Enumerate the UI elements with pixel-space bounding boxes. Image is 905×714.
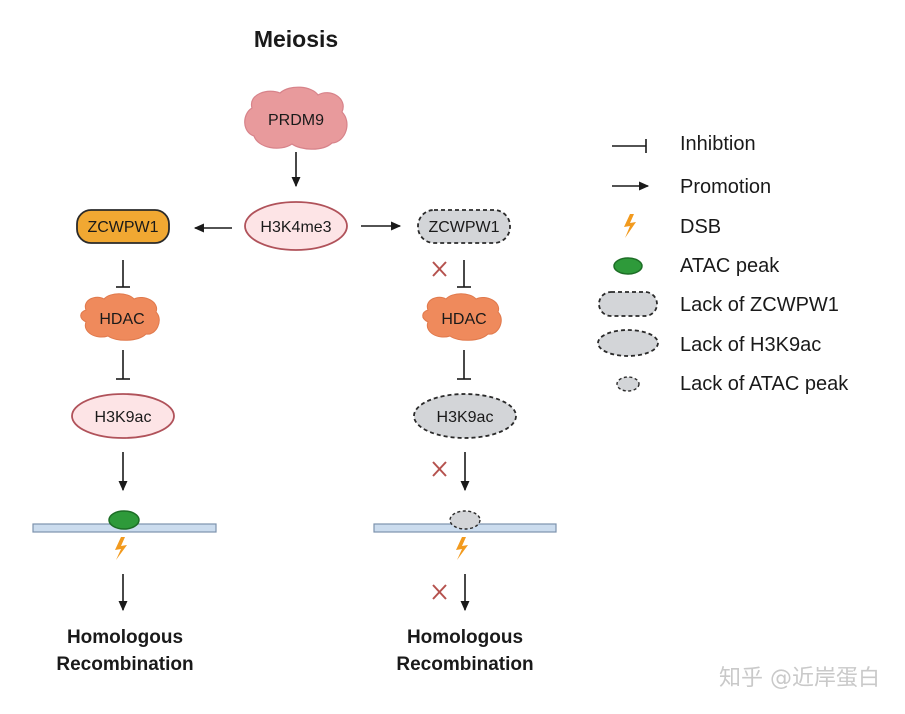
hr-left-line2: Recombination (56, 654, 193, 675)
h3k4me3-label: H3K4me3 (260, 219, 331, 236)
lightning-icon (624, 214, 636, 238)
dashed-ellipse-icon (597, 329, 659, 357)
legend-item-lack-h3k9ac: Lack of H3K9ac (597, 329, 821, 357)
dsb-right-icon (456, 537, 468, 560)
zcwpw1-right-node: ZCWPW1 (417, 209, 511, 244)
zcwpw1-right-label: ZCWPW1 (428, 219, 499, 236)
diagram-title: Meiosis (254, 26, 338, 52)
hr-left-line1: Homologous (67, 627, 183, 648)
legend-label-inhibition: Inhibtion (680, 133, 756, 155)
watermark: 知乎 @近岸蛋白 (719, 666, 880, 691)
zcwpw1-left-shape (76, 209, 170, 244)
hdac-right-shape (422, 293, 502, 341)
hdac-right-node: HDAC (422, 293, 502, 341)
legend-item-dsb: DSB (624, 214, 721, 238)
hdac-left-label: HDAC (99, 311, 144, 328)
legend-label-lack-atac-peak: Lack of ATAC peak (680, 373, 849, 395)
zcwpw1-right-shape (417, 209, 511, 244)
hr-right-line1: Homologous (407, 627, 523, 648)
legend-label-lack-h3k9ac: Lack of H3K9ac (680, 334, 821, 356)
zcwpw1-left-label: ZCWPW1 (87, 219, 158, 236)
cross-right-1-icon (432, 261, 447, 277)
zcwpw1-left-node: ZCWPW1 (76, 209, 170, 244)
h3k9ac-right-shape (413, 393, 517, 439)
prdm9-label: PRDM9 (268, 112, 324, 129)
legend-label-lack-zcwpw1: Lack of ZCWPW1 (680, 294, 839, 316)
legend-item-atac-peak: ATAC peak (613, 255, 780, 277)
h3k9ac-left-label: H3K9ac (95, 409, 152, 426)
hdac-left-shape (80, 293, 160, 341)
green-ellipse-icon (613, 257, 643, 275)
h3k9ac-right-label: H3K9ac (437, 409, 494, 426)
legend-item-lack-atac-peak: Lack of ATAC peak (616, 373, 849, 395)
inhibition-left-2 (116, 350, 130, 380)
h3k4me3-shape (244, 201, 348, 251)
cross-right-3-icon (432, 584, 447, 600)
cross-right-2-icon (432, 461, 447, 477)
prdm9-node: PRDM9 (244, 86, 348, 150)
atac-peak-left (108, 510, 140, 530)
h3k9ac-right-node: H3K9ac (413, 393, 517, 439)
inhibition-icon (612, 139, 647, 153)
hdac-right-label: HDAC (441, 311, 486, 328)
legend-label-dsb: DSB (680, 216, 721, 238)
hr-right-line2: Recombination (396, 654, 533, 675)
prdm9-shape (244, 86, 348, 150)
legend-label-atac-peak: ATAC peak (680, 255, 780, 277)
hdac-left-node: HDAC (80, 293, 160, 341)
legend-item-inhibition: Inhibtion (612, 133, 756, 155)
legend-item-promotion: Promotion (612, 176, 771, 198)
inhibition-right-1 (457, 260, 471, 288)
atac-peak-missing-right (449, 510, 481, 530)
dsb-left-icon (115, 537, 127, 560)
dashed-capsule-icon (598, 291, 658, 317)
h3k9ac-left-shape (71, 393, 175, 439)
inhibition-right-2 (457, 350, 471, 380)
small-dashed-ellipse-icon (616, 376, 640, 392)
legend: Inhibtion Promotion DSB ATAC peak Lack o… (597, 133, 849, 395)
h3k9ac-left-node: H3K9ac (71, 393, 175, 439)
h3k4me3-node: H3K4me3 (244, 201, 348, 251)
legend-label-promotion: Promotion (680, 176, 771, 198)
legend-item-lack-zcwpw1: Lack of ZCWPW1 (598, 291, 839, 317)
inhibition-left-1 (116, 260, 130, 288)
